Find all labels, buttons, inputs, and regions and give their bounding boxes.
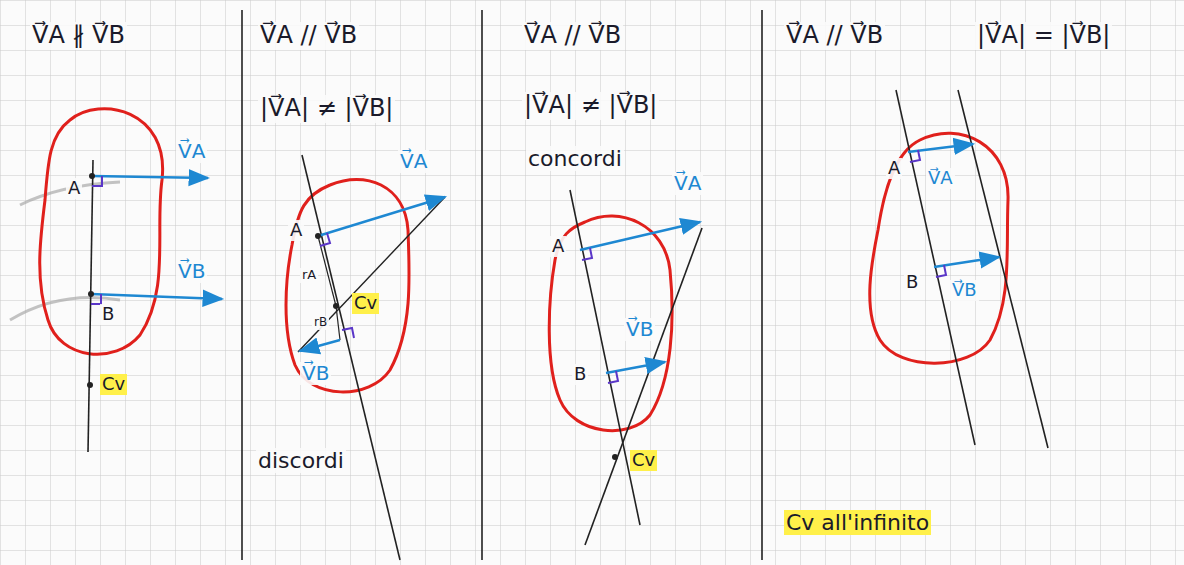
point-label: A <box>550 236 566 257</box>
radius-label: rB <box>312 316 329 330</box>
panel-title: V⃗A // V⃗B <box>258 22 359 50</box>
magnitude-note: |V⃗A| ≠ |V⃗B| <box>258 95 395 123</box>
point-label: A <box>288 220 304 241</box>
panel-3-figure <box>549 190 702 545</box>
vector-label: V⃗B <box>176 260 207 283</box>
vector-label: V⃗B <box>300 362 331 385</box>
vector-label: V⃗A <box>672 172 703 195</box>
vector-label: V⃗B <box>950 280 979 301</box>
note-text: concordi <box>526 146 624 171</box>
panel-title: V⃗A // V⃗B <box>522 22 623 50</box>
vector-label: V⃗B <box>624 318 655 341</box>
note-text: discordi <box>256 448 346 473</box>
panel-title: V⃗A // V⃗B <box>784 22 885 50</box>
panel-2-figure <box>286 155 445 560</box>
panel-dividers <box>242 10 762 560</box>
center-note: Cv all'infinito <box>784 510 931 535</box>
vector-label: V⃗A <box>176 140 207 163</box>
vector-label: V⃗A <box>398 150 429 173</box>
point-label: B <box>572 364 588 385</box>
magnitude-note: |V⃗A| ≠ |V⃗B| <box>522 92 659 120</box>
point-label: A <box>886 158 902 179</box>
point-label: A <box>66 178 82 199</box>
center-label: Cv <box>352 293 379 314</box>
magnitude-note: |V⃗A| = |V⃗B| <box>975 22 1112 50</box>
point-label: B <box>100 304 116 325</box>
panel-4-figure <box>870 90 1048 448</box>
center-label: Cv <box>630 450 657 471</box>
point-label: B <box>904 272 920 293</box>
vector-label: V⃗A <box>926 168 955 189</box>
panel-1-figure <box>10 109 222 452</box>
panel-title: V⃗A ∦ V⃗B <box>30 22 127 50</box>
radius-label: rA <box>300 268 318 283</box>
center-label: Cv <box>100 374 127 395</box>
